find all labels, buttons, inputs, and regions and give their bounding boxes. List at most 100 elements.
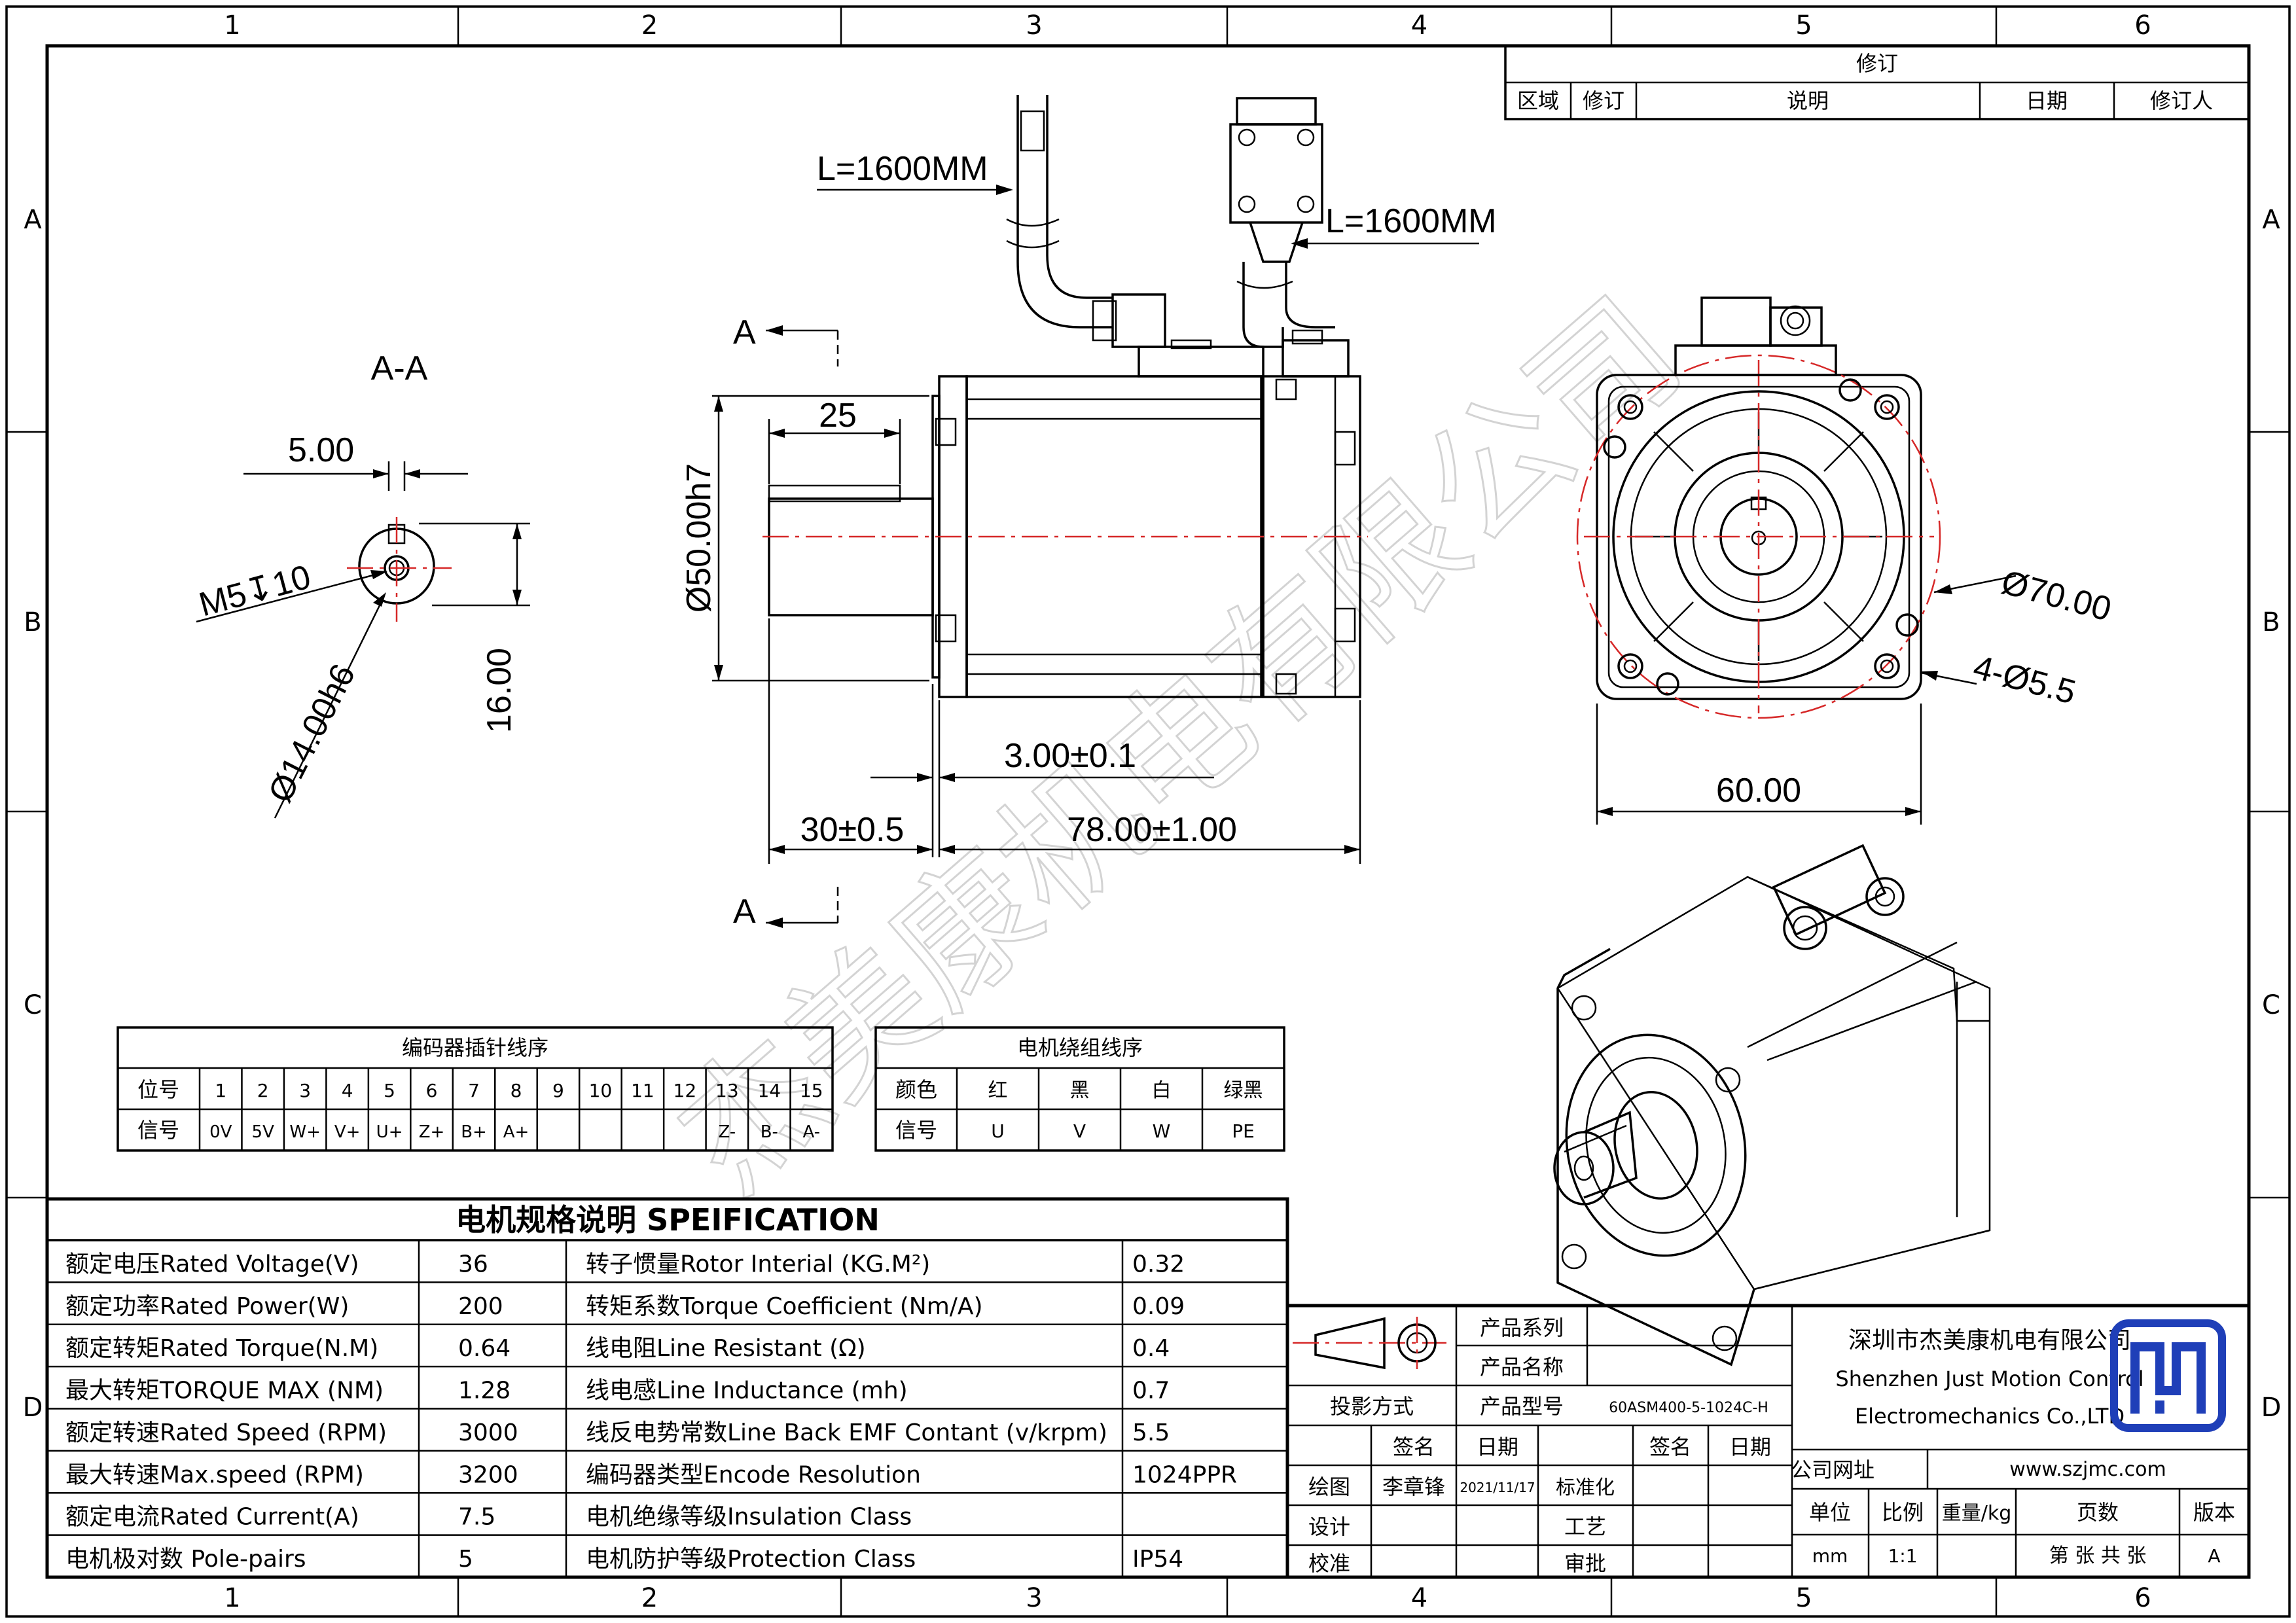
grid-column-label: 4	[1411, 1583, 1427, 1613]
mounting-holes	[1603, 378, 1919, 696]
pilot-diameter-label: Ø50.00h7	[680, 463, 718, 613]
grid-column-label: 3	[1026, 1583, 1042, 1613]
revision-title: 修订	[1856, 51, 1898, 76]
encoder-pin-number: 15	[800, 1080, 823, 1101]
spec-right-value: 0.4	[1132, 1335, 1170, 1362]
grid-column-label: 1	[224, 10, 240, 41]
encoder-pin-number: 1	[215, 1080, 226, 1101]
encoder-pin-number: 6	[426, 1080, 438, 1101]
encoder-pin-number: 5	[384, 1080, 395, 1101]
spec-left-label: 最大转矩TORQUE MAX (NM)	[65, 1378, 384, 1404]
grid-row-label: B	[2262, 607, 2280, 637]
motor-side-view: A A	[680, 95, 1497, 931]
body-length-label: 78.00±1.00	[1067, 811, 1237, 849]
version-value: A	[2208, 1545, 2220, 1567]
spec-left-label: 最大转速Max.speed (RPM)	[65, 1461, 364, 1488]
revision-header-rev: 修订	[1583, 88, 1624, 113]
company-logo	[2110, 1319, 2226, 1432]
date-label-2: 日期	[1729, 1435, 1771, 1459]
shaft-length-label: 30±0.5	[800, 811, 905, 849]
design-label: 设计	[1308, 1514, 1350, 1539]
grid-row-label: B	[24, 607, 41, 637]
grid-column-label: 2	[641, 1583, 658, 1613]
spec-right-label: 电机防护等级Protection Class	[586, 1546, 916, 1573]
sign-label-2: 签名	[1649, 1435, 1691, 1459]
spec-left-label: 额定电流Rated Current(A)	[65, 1504, 359, 1531]
encoder-pin-number: 3	[299, 1080, 311, 1101]
encoder-pin-number: 13	[715, 1080, 739, 1101]
encoder-connector	[1236, 97, 1317, 126]
winding-signal: U	[991, 1120, 1005, 1142]
spec-left-value: 36	[458, 1251, 488, 1277]
website-label: 公司网址	[1791, 1457, 1874, 1482]
website-value: www.szjmc.com	[2009, 1458, 2166, 1481]
grid-column-label: 6	[2134, 1583, 2151, 1613]
spec-left-value: 1.28	[458, 1378, 511, 1404]
cable-right-length: L=1600MM	[1325, 202, 1497, 240]
section-title: A-A	[371, 349, 428, 387]
specification-table: 电机规格说明 SPEIFICATION 额定电压Rated Voltage(V)…	[45, 1197, 1289, 1579]
motor-isometric-view	[1553, 844, 1991, 1366]
revision-header-date: 日期	[2026, 88, 2068, 113]
product-model-value: 60ASM400-5-1024C-H	[1609, 1400, 1768, 1416]
encoder-pin-signal: A+	[503, 1122, 529, 1142]
projection-label: 投影方式	[1330, 1394, 1414, 1419]
encoder-pin-number: 11	[631, 1080, 655, 1101]
winding-signal: W	[1153, 1120, 1171, 1142]
shaft	[768, 497, 934, 616]
scale-value: 1:1	[1888, 1545, 1917, 1567]
holes-label: 4-Ø5.5	[1969, 649, 2080, 712]
encoder-pin-signal: Z-	[718, 1122, 736, 1142]
key	[768, 484, 901, 503]
spec-right-value: 1024PPR	[1132, 1461, 1237, 1488]
encoder-pin-signal: V+	[334, 1122, 361, 1142]
encoder-pin-number: 7	[468, 1080, 480, 1101]
pages-value: 第 张 共 张	[2049, 1544, 2147, 1567]
encoder-pin-number: 10	[589, 1080, 613, 1101]
spec-left-label: 额定转矩Rated Torque(N.M)	[65, 1335, 378, 1362]
shaft-diameter-label: Ø14.00h6	[261, 658, 363, 809]
grid-column-label: 1	[224, 1583, 240, 1613]
grid-row-label: C	[2262, 990, 2280, 1020]
encoder-pin-signal: B-	[761, 1122, 778, 1142]
width-label: 60.00	[1716, 772, 1801, 810]
drawn-name: 李章锋	[1382, 1474, 1445, 1499]
section-a-a-view: A-A 5.00 16.00 M5↧10 Ø14.00h6	[195, 349, 530, 819]
grid-column-label: 5	[1795, 10, 1812, 41]
grid-row-label: D	[23, 1393, 43, 1423]
revision-table: 修订 区域 修订 说明 日期 修订人	[1504, 45, 2250, 120]
spec-left-value: 200	[458, 1293, 503, 1320]
spec-right-value: 0.32	[1132, 1251, 1185, 1277]
revision-header-desc: 说明	[1787, 88, 1829, 113]
standard-label: 标准化	[1556, 1476, 1615, 1499]
spec-right-label: 线电阻Line Resistant (Ω)	[586, 1335, 866, 1362]
key-length-label: 25	[819, 397, 857, 435]
revision-header-reviser: 修订人	[2150, 88, 2213, 113]
spec-left-value: 5	[458, 1546, 473, 1573]
spec-right-value: 0.09	[1132, 1293, 1185, 1320]
winding-table-title: 电机绕组线序	[1017, 1035, 1143, 1060]
encoder-pin-signal: B+	[461, 1122, 487, 1142]
grid-row-label: A	[24, 205, 42, 235]
company-name-en-1: Shenzhen Just Motion Control	[1835, 1366, 2144, 1391]
scale-label: 比例	[1882, 1500, 1924, 1525]
product-model-label: 产品型号	[1480, 1394, 1564, 1419]
encoder-pin-number: 12	[673, 1080, 697, 1101]
spec-right-label: 线反电势常数Line Back EMF Contant (v/krpm)	[586, 1419, 1107, 1446]
winding-color: 黑	[1070, 1079, 1090, 1102]
encoder-table-title: 编码器插针线序	[402, 1035, 548, 1060]
process-label: 工艺	[1564, 1514, 1606, 1539]
spec-title: 电机规格说明 SPEIFICATION	[456, 1202, 880, 1238]
winding-row1-label: 颜色	[895, 1077, 937, 1102]
spec-left-label: 额定电压Rated Voltage(V)	[65, 1251, 359, 1277]
key-height-label: 16.00	[480, 648, 518, 733]
grid-column-label: 4	[1411, 10, 1427, 41]
encoder-pin-number: 8	[511, 1080, 522, 1101]
encoder-row1-label: 位号	[137, 1077, 179, 1102]
pcd-circle	[1576, 354, 1941, 719]
product-series-label: 产品系列	[1480, 1315, 1564, 1340]
grid-column-label: 2	[641, 10, 658, 41]
encoder-pin-signal: U+	[376, 1122, 403, 1142]
weight-label: 重量/kg	[1942, 1502, 2012, 1525]
